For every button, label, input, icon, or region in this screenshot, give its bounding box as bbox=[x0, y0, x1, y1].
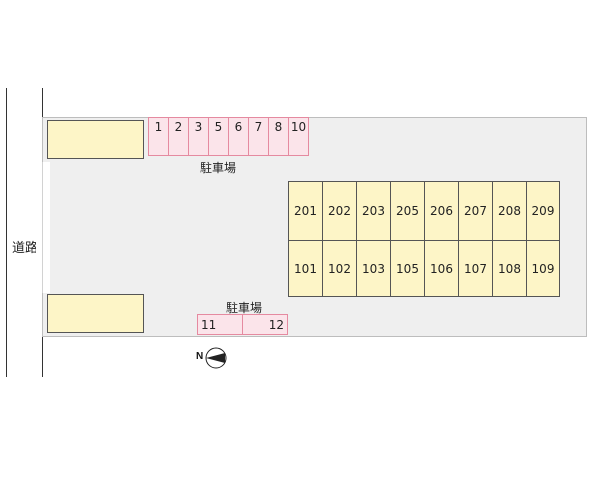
lot-entrance bbox=[36, 162, 50, 293]
building-north-annex bbox=[47, 120, 144, 159]
unit-102[interactable]: 102 bbox=[322, 240, 357, 297]
unit-108[interactable]: 108 bbox=[492, 240, 527, 297]
parking-stall-6[interactable]: 6 bbox=[228, 117, 249, 156]
unit-107[interactable]: 107 bbox=[458, 240, 493, 297]
parking-label-bottom: 駐車場 bbox=[226, 301, 263, 315]
unit-208[interactable]: 208 bbox=[492, 181, 527, 241]
parking-stall-11[interactable]: 11 bbox=[197, 314, 243, 335]
unit-201[interactable]: 201 bbox=[288, 181, 323, 241]
compass-arrow-icon bbox=[205, 347, 227, 369]
parking-stall-3[interactable]: 3 bbox=[188, 117, 209, 156]
compass: N bbox=[196, 346, 228, 372]
unit-106[interactable]: 106 bbox=[424, 240, 459, 297]
unit-209[interactable]: 209 bbox=[526, 181, 560, 241]
unit-109[interactable]: 109 bbox=[526, 240, 560, 297]
parking-stall-2[interactable]: 2 bbox=[168, 117, 189, 156]
unit-206[interactable]: 206 bbox=[424, 181, 459, 241]
unit-105[interactable]: 105 bbox=[390, 240, 425, 297]
unit-101[interactable]: 101 bbox=[288, 240, 323, 297]
unit-205[interactable]: 205 bbox=[390, 181, 425, 241]
parking-label-top: 駐車場 bbox=[200, 161, 237, 175]
unit-103[interactable]: 103 bbox=[356, 240, 391, 297]
unit-203[interactable]: 203 bbox=[356, 181, 391, 241]
parking-stall-7[interactable]: 7 bbox=[248, 117, 269, 156]
lot-entrance-line bbox=[42, 162, 43, 293]
compass-north-label: N bbox=[196, 351, 204, 362]
parking-stall-10[interactable]: 10 bbox=[288, 117, 309, 156]
parking-stall-8[interactable]: 8 bbox=[268, 117, 289, 156]
road-label: 道路 bbox=[12, 241, 39, 256]
unit-207[interactable]: 207 bbox=[458, 181, 493, 241]
parking-stall-12[interactable]: 12 bbox=[242, 314, 288, 335]
unit-202[interactable]: 202 bbox=[322, 181, 357, 241]
road-edge-left bbox=[6, 88, 7, 377]
parking-stall-1[interactable]: 1 bbox=[148, 117, 169, 156]
building-south-annex bbox=[47, 294, 144, 333]
parking-stall-5[interactable]: 5 bbox=[208, 117, 229, 156]
